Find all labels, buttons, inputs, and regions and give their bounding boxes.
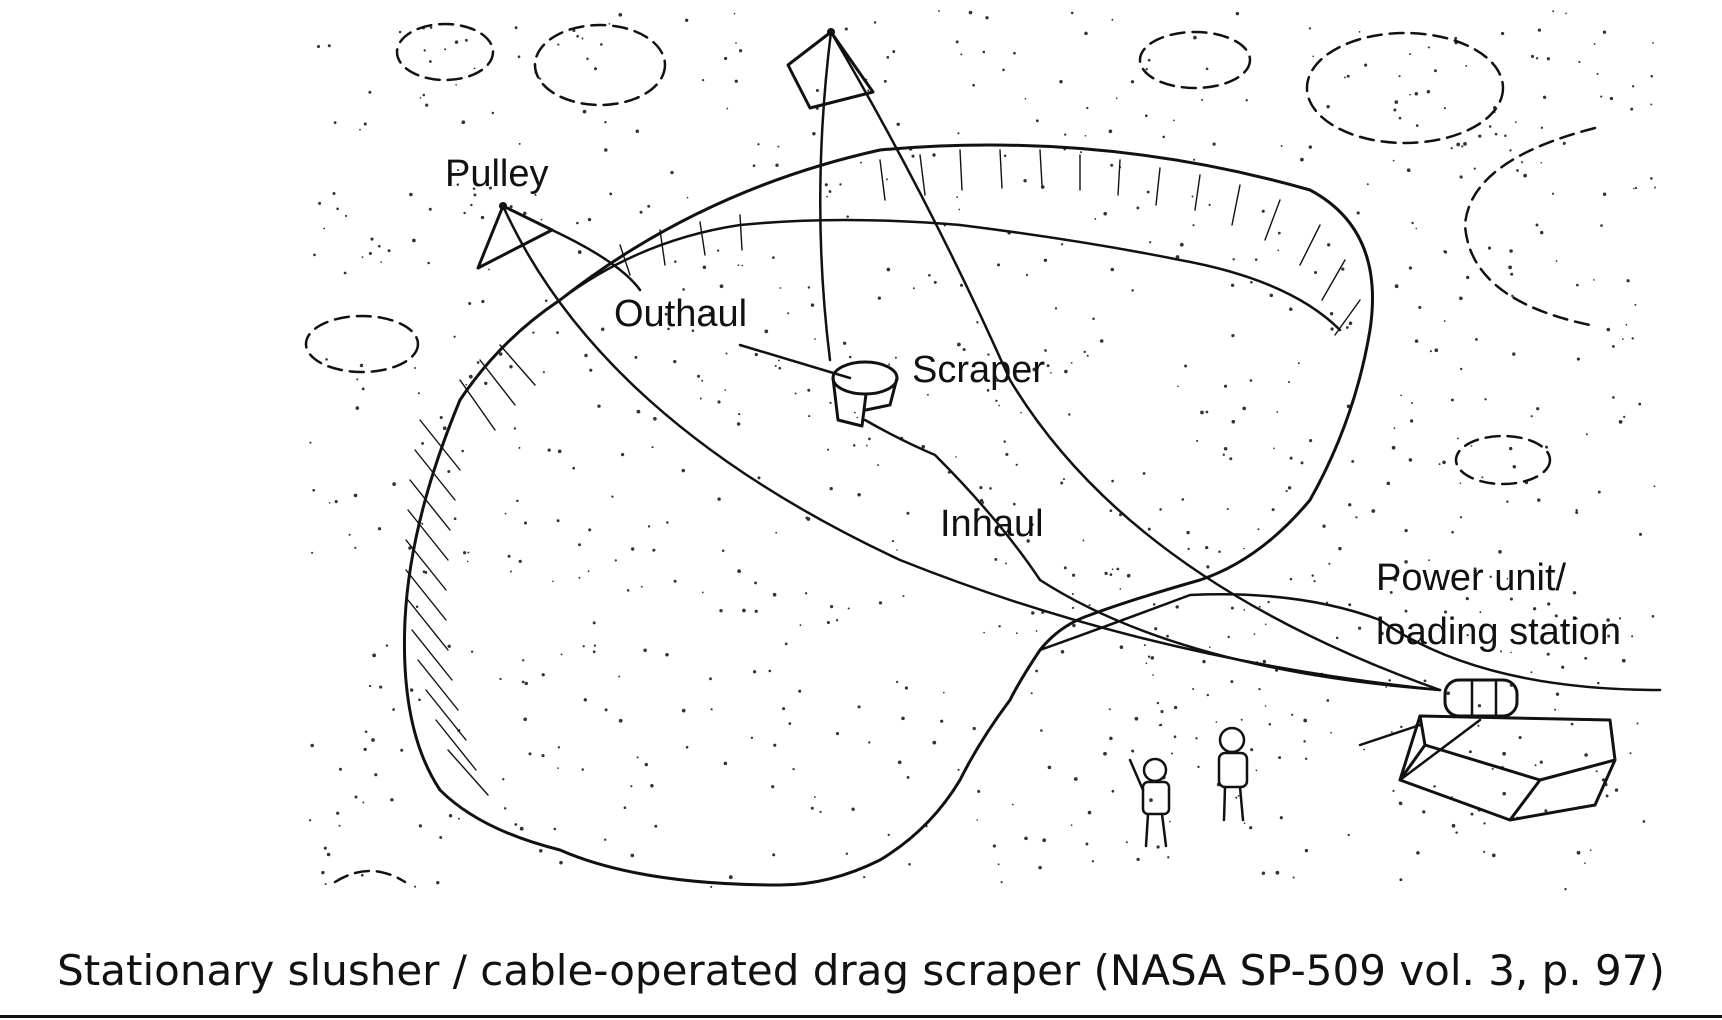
- astronaut-right: [1217, 726, 1249, 822]
- regolith-stipple: [308, 9, 1656, 891]
- power-unit-label-line2: loading station: [1376, 611, 1621, 653]
- background-craters: [304, 22, 1597, 884]
- left-pulley: [476, 202, 554, 270]
- pulley-label: Pulley: [445, 153, 549, 195]
- power-unit-label-line1: Power unit/: [1376, 557, 1567, 599]
- cables: [501, 30, 1442, 692]
- outhaul-label: Outhaul: [614, 293, 747, 335]
- inhaul-label: Inhaul: [940, 503, 1044, 545]
- scraper-label: Scraper: [912, 349, 1045, 391]
- figure-caption: Stationary slusher / cable-operated drag…: [57, 946, 1665, 995]
- power-unit-structure: [1358, 678, 1617, 822]
- bottom-divider: [0, 1015, 1722, 1018]
- main-crater: [402, 143, 1662, 887]
- astronaut-left: [1128, 757, 1171, 848]
- scraper-bucket: [831, 360, 899, 428]
